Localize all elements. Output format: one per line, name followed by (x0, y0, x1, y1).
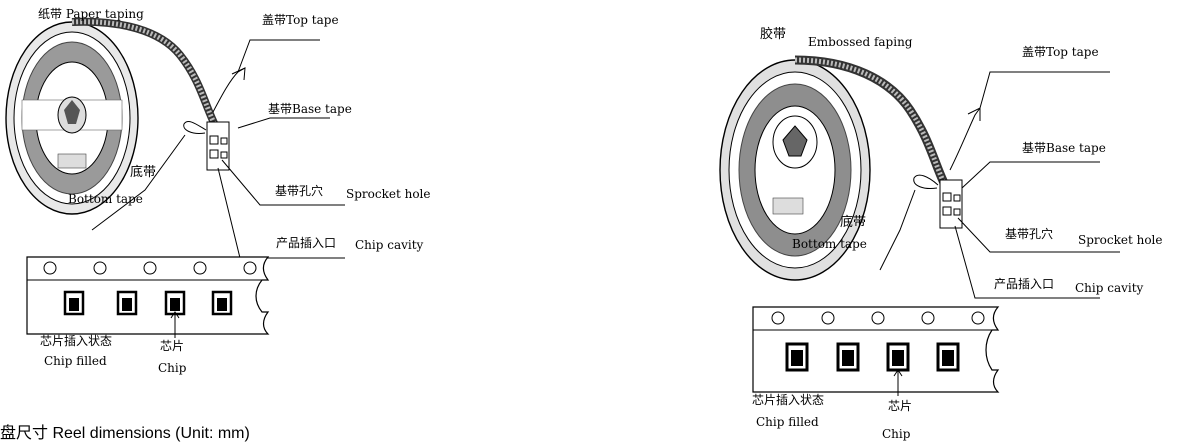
bottom-tape-curl (183, 121, 207, 134)
base-tape-label: 基带Base tape (268, 102, 352, 116)
embossed-filled-cn-label: 芯片插入状态 (752, 393, 824, 407)
reel-dimensions-caption: 盘尺寸 Reel dimensions (Unit: mm) (0, 423, 250, 442)
embossed-title-cn: 胶带 (760, 26, 786, 42)
tape-section (206, 121, 230, 171)
embossed-cavity-en-label: Chip cavity (1075, 281, 1144, 295)
embossed-taping-diagram: 胶带 Embossed faping 盖带Top tape 基带Base tap… (719, 26, 1163, 441)
chip-filled-cn-label: 芯片插入状态 (40, 334, 112, 348)
paper-reel (5, 21, 139, 215)
embossed-sprocket-cn-label: 基带孔穴 (1005, 226, 1053, 241)
embossed-base-tape-label: 基带Base tape (1022, 141, 1106, 155)
embossed-tape-section (939, 179, 963, 229)
top-tape-label: 盖带Top tape (262, 13, 339, 27)
chip-cn-label: 芯片 (160, 339, 184, 353)
embossed-carrier-strip (752, 306, 1000, 396)
embossed-bottom-tape-curl (913, 174, 939, 189)
embossed-chip-cn-label: 芯片 (888, 399, 912, 413)
paper-taping-diagram: 纸带 Paper taping 盖带Top tape 基带Base tape 底… (5, 7, 431, 375)
embossed-chip-en-label: Chip (882, 427, 911, 441)
embossed-reel (719, 59, 871, 281)
chip-filled-en-label: Chip filled (44, 354, 107, 368)
paper-taping-title: 纸带 Paper taping (38, 7, 144, 21)
embossed-top-tape-peel (949, 107, 981, 171)
embossed-top-tape-label: 盖带Top tape (1022, 45, 1099, 59)
embossed-filled-en-label: Chip filled (756, 415, 819, 429)
chip-cavity-en-label: Chip cavity (355, 238, 424, 252)
top-tape-peel (212, 67, 246, 113)
sprocket-hole-cn-label: 基带孔穴 (275, 183, 323, 198)
sprocket-hole-en-label: Sprocket hole (346, 187, 431, 201)
embossed-cavity-cn-label: 产品插入口 (994, 277, 1054, 291)
bottom-tape-cn-label: 底带 (130, 164, 156, 180)
embossed-bottom-en-label: Bottom tape (792, 237, 867, 251)
paper-carrier-strip (26, 256, 270, 338)
chip-en-label: Chip (158, 361, 187, 375)
embossed-title-en: Embossed faping (808, 35, 913, 49)
embossed-sprocket-en-label: Sprocket hole (1078, 233, 1163, 247)
chip-cavity-cn-label: 产品插入口 (276, 236, 336, 250)
embossed-bottom-cn-label: 底带 (840, 214, 866, 230)
bottom-tape-en-label: Bottom tape (68, 192, 143, 206)
